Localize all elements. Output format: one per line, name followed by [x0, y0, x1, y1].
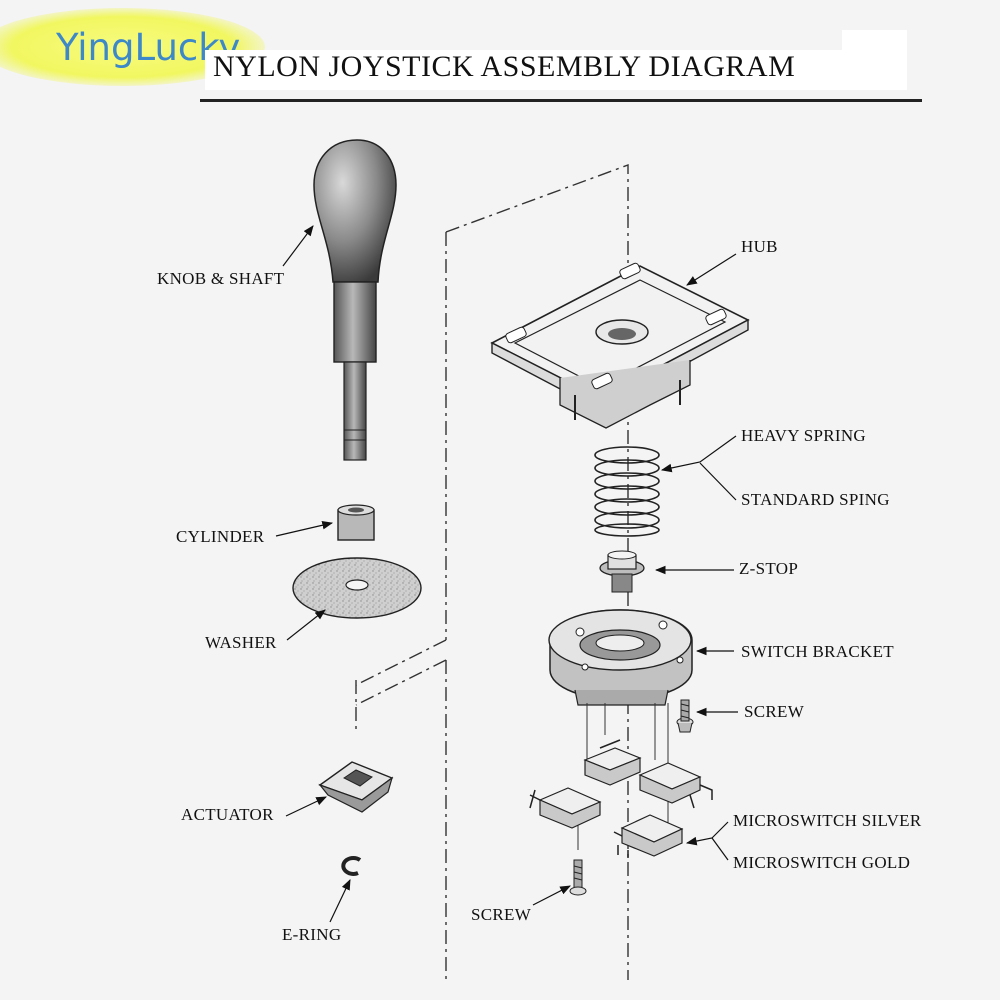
arrow-screw-bottom [532, 885, 571, 906]
arrow-hub [686, 253, 737, 286]
title-rule [200, 99, 922, 102]
arrow-microswitch-silver [685, 821, 729, 846]
label-actuator: ACTUATOR [181, 805, 274, 824]
microswitch-4 [613, 814, 684, 858]
arrow-e-ring [329, 879, 351, 923]
page-title: NYLON JOYSTICK ASSEMBLY DIAGRAM [213, 50, 796, 83]
hub-part [490, 262, 750, 429]
label-hub: HUB [741, 237, 778, 256]
arrow-heavy-spring [660, 435, 737, 473]
microswitch-2 [638, 762, 713, 809]
arrow-cylinder [275, 520, 334, 537]
assembly-outline [355, 163, 629, 980]
washer-part [292, 557, 422, 619]
label-microswitch-gold: MICROSWITCH GOLD [733, 853, 911, 872]
z-stop-part [599, 550, 645, 593]
leader-arrows [275, 225, 738, 923]
title-background [205, 50, 845, 90]
label-microswitch-silver: MICROSWITCH SILVER [733, 811, 922, 830]
label-switch-bracket: SWITCH BRACKET [741, 642, 894, 661]
arrow-microswitch-gold [711, 837, 729, 861]
microswitch-1 [583, 739, 642, 786]
label-screw-bracket: SCREW [744, 702, 805, 721]
label-cylinder: CYLINDER [176, 527, 265, 546]
screw-bottom-part [569, 859, 587, 896]
label-washer: WASHER [205, 633, 277, 652]
arrow-washer [286, 609, 326, 641]
outline-top-right [445, 163, 629, 980]
microswitch-3 [529, 787, 602, 829]
outline-diag-2 [355, 659, 447, 706]
switch-bracket-part [548, 609, 693, 706]
label-knob-shaft: KNOB & SHAFT [157, 269, 285, 288]
cylinder-part [337, 504, 375, 541]
outline-diag-1 [355, 639, 447, 686]
spring-part [594, 446, 660, 537]
label-heavy-spring: HEAVY SPRING [741, 426, 866, 445]
actuator-part [318, 761, 394, 813]
knob-shaft-part [313, 139, 397, 461]
label-screw-bottom: SCREW [471, 905, 532, 924]
e-ring-part [341, 855, 362, 876]
arrow-standard-spring [699, 462, 737, 501]
screw-bracket-part [676, 699, 694, 733]
label-e-ring: E-RING [282, 925, 342, 944]
label-z-stop: Z-STOP [739, 559, 799, 578]
label-standard-spring: STANDARD SPING [741, 490, 890, 509]
arrow-actuator [285, 796, 327, 817]
arrow-knob-shaft [282, 225, 314, 267]
title-background-right [842, 30, 907, 90]
